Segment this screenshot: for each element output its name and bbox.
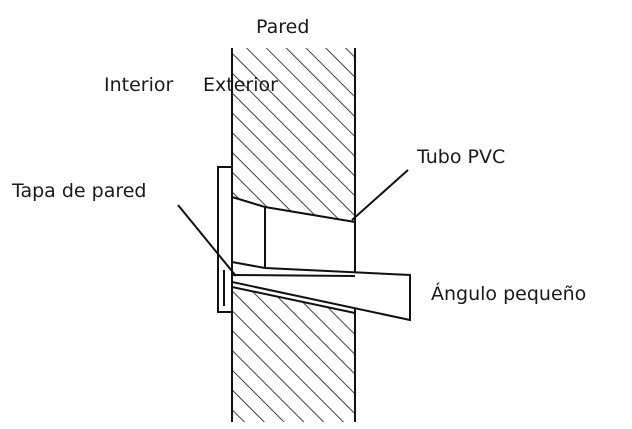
interior-label: Interior [104, 74, 173, 96]
pvc-tube-leader-line [351, 169, 409, 221]
wall-cap-leader-line [177, 204, 237, 277]
wall-label: Pared [256, 16, 309, 38]
exterior-label: Exterior [203, 74, 278, 96]
small-angle-mid-line [231, 274, 356, 277]
wall-lower-section [232, 287, 355, 422]
wall-cap-label: Tapa de pared [11, 180, 146, 202]
small-angle-label: Ángulo pequeño [431, 282, 586, 305]
small-angle-wedge [231, 260, 411, 322]
wall-upper-section [232, 48, 355, 222]
wall-cap-flange [217, 166, 233, 313]
pvc-tube-lower-wall [231, 286, 356, 314]
pvc-tube-label: Tubo PVC [416, 146, 505, 168]
